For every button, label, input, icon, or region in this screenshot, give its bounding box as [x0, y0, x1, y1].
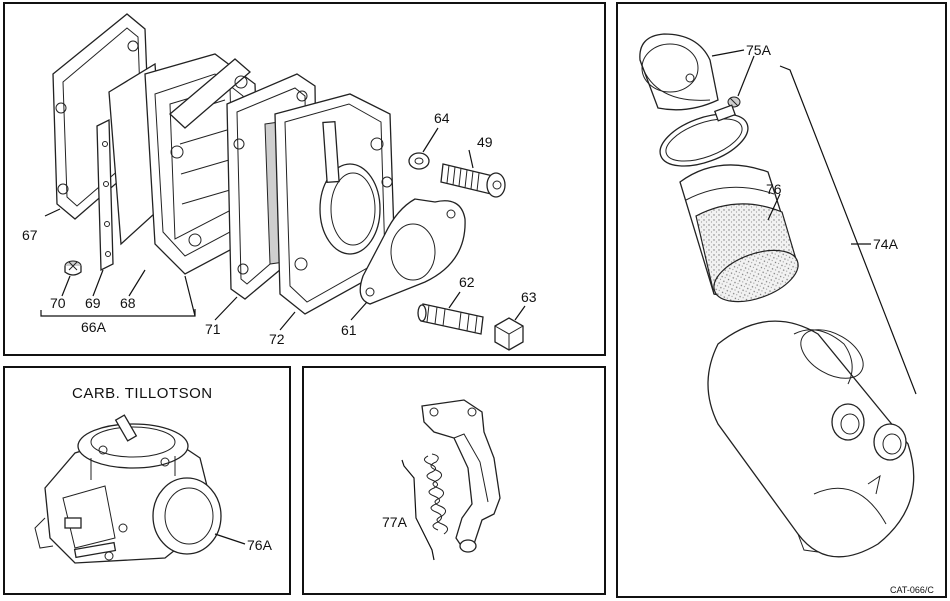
drawing-code: CAT-066/C — [890, 585, 934, 595]
washer-64 — [408, 152, 430, 170]
label-74A: 74A — [873, 236, 899, 252]
label-64: 64 — [434, 110, 450, 126]
stud-62 — [417, 303, 484, 335]
clamp-screw — [727, 96, 741, 108]
label-67: 67 — [22, 227, 38, 243]
label-63: 63 — [521, 289, 537, 305]
reed-stop-69 — [96, 118, 114, 272]
carburetor-panel: CARB. TILLOTSON 76A — [3, 366, 291, 595]
label-62: 62 — [459, 274, 475, 290]
nut-63 — [494, 317, 524, 351]
reed-valve-drawing: 67 70 69 68 66A 71 72 61 64 49 62 63 — [22, 13, 537, 351]
gasket-61 — [359, 198, 466, 305]
filter-cap-75A — [639, 33, 719, 111]
label-72: 72 — [269, 331, 285, 347]
spring-77A — [424, 453, 448, 535]
label-77A: 77A — [382, 514, 408, 530]
label-49: 49 — [477, 134, 493, 150]
intake-adapter-72 — [264, 93, 396, 315]
label-70: 70 — [50, 295, 66, 311]
label-66A: 66A — [81, 319, 107, 335]
bracket-drawing: 77A — [382, 399, 501, 561]
label-71: 71 — [205, 321, 221, 337]
label-61: 61 — [341, 322, 357, 338]
foam-filter-76 — [679, 164, 799, 303]
label-76A: 76A — [247, 537, 273, 553]
label-68: 68 — [120, 295, 136, 311]
carb-title: CARB. TILLOTSON — [72, 385, 213, 402]
screw-70 — [64, 260, 82, 276]
reed-valve-panel: 67 70 69 68 66A 71 72 61 64 49 62 63 — [3, 2, 606, 356]
label-76: 76 — [766, 181, 782, 197]
silencer-housing — [707, 320, 915, 558]
throttle-bracket-panel: 77A — [302, 366, 606, 595]
hose-clamp — [659, 104, 749, 167]
carburetor-drawing: CARB. TILLOTSON 76A — [34, 385, 273, 564]
throttle-bracket — [421, 399, 501, 553]
label-69: 69 — [85, 295, 101, 311]
label-75A: 75A — [746, 42, 772, 58]
air-filter-drawing: 75A 76 74A CAT-066/C — [639, 33, 934, 595]
air-filter-panel: 75A 76 74A CAT-066/C — [616, 2, 947, 598]
bolt-49 — [440, 163, 506, 198]
carburetor-body — [34, 414, 222, 564]
